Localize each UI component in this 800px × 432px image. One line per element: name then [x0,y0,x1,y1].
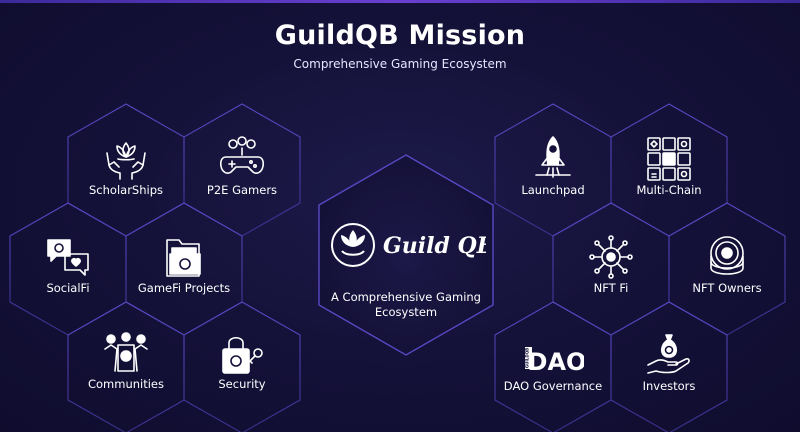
dao-icon: GUILDQB DAO [524,333,586,379]
guildqb-logo: Guild QB [326,220,495,270]
top-accent-line [0,0,800,3]
hex-center [318,154,494,356]
nft-owners-label: NFT Owners [692,281,762,295]
coin-stack-icon [702,234,752,280]
hex-security [183,301,301,432]
dao-icon-text: DAO [528,348,584,376]
chat-bubbles-icon [43,234,93,280]
page-title: GuildQB Mission [274,20,526,51]
page-subtitle: Comprehensive Gaming Ecosystem [293,57,507,71]
center-description: A Comprehensive Gaming Ecosystem [326,290,486,320]
blockchain-icon [644,135,694,181]
logo-text: Guild QB [383,233,486,259]
scholarships-label: ScholarShips [89,183,163,197]
community-people-icon [101,331,151,377]
launchpad-label: Launchpad [521,183,585,197]
center-description-line1: A Comprehensive Gaming [331,290,481,304]
security-label: Security [218,377,266,391]
multi-chain-label: Multi-Chain [636,183,702,197]
gamefi-projects-label: GameFi Projects [137,281,231,295]
socialfi-label: SocialFi [46,281,90,295]
svg-text:GUILDQB: GUILDQB [525,348,530,368]
dao-governance-label: DAO Governance [503,379,603,393]
communities-label: Communities [87,377,164,391]
rocket-icon [528,135,578,181]
center-description-line2: Ecosystem [374,305,438,319]
p2e-gamers-label: P2E Gamers [206,183,278,197]
money-hand-icon [644,331,694,377]
lock-key-icon [217,331,267,377]
network-hub-icon [586,234,636,280]
hex-investors [610,301,728,432]
hands-lotus-icon [101,135,151,181]
nft-fi-label: NFT Fi [593,281,629,295]
investors-label: Investors [642,379,696,393]
gamepad-icon [217,135,267,181]
folder-icon [159,234,209,280]
